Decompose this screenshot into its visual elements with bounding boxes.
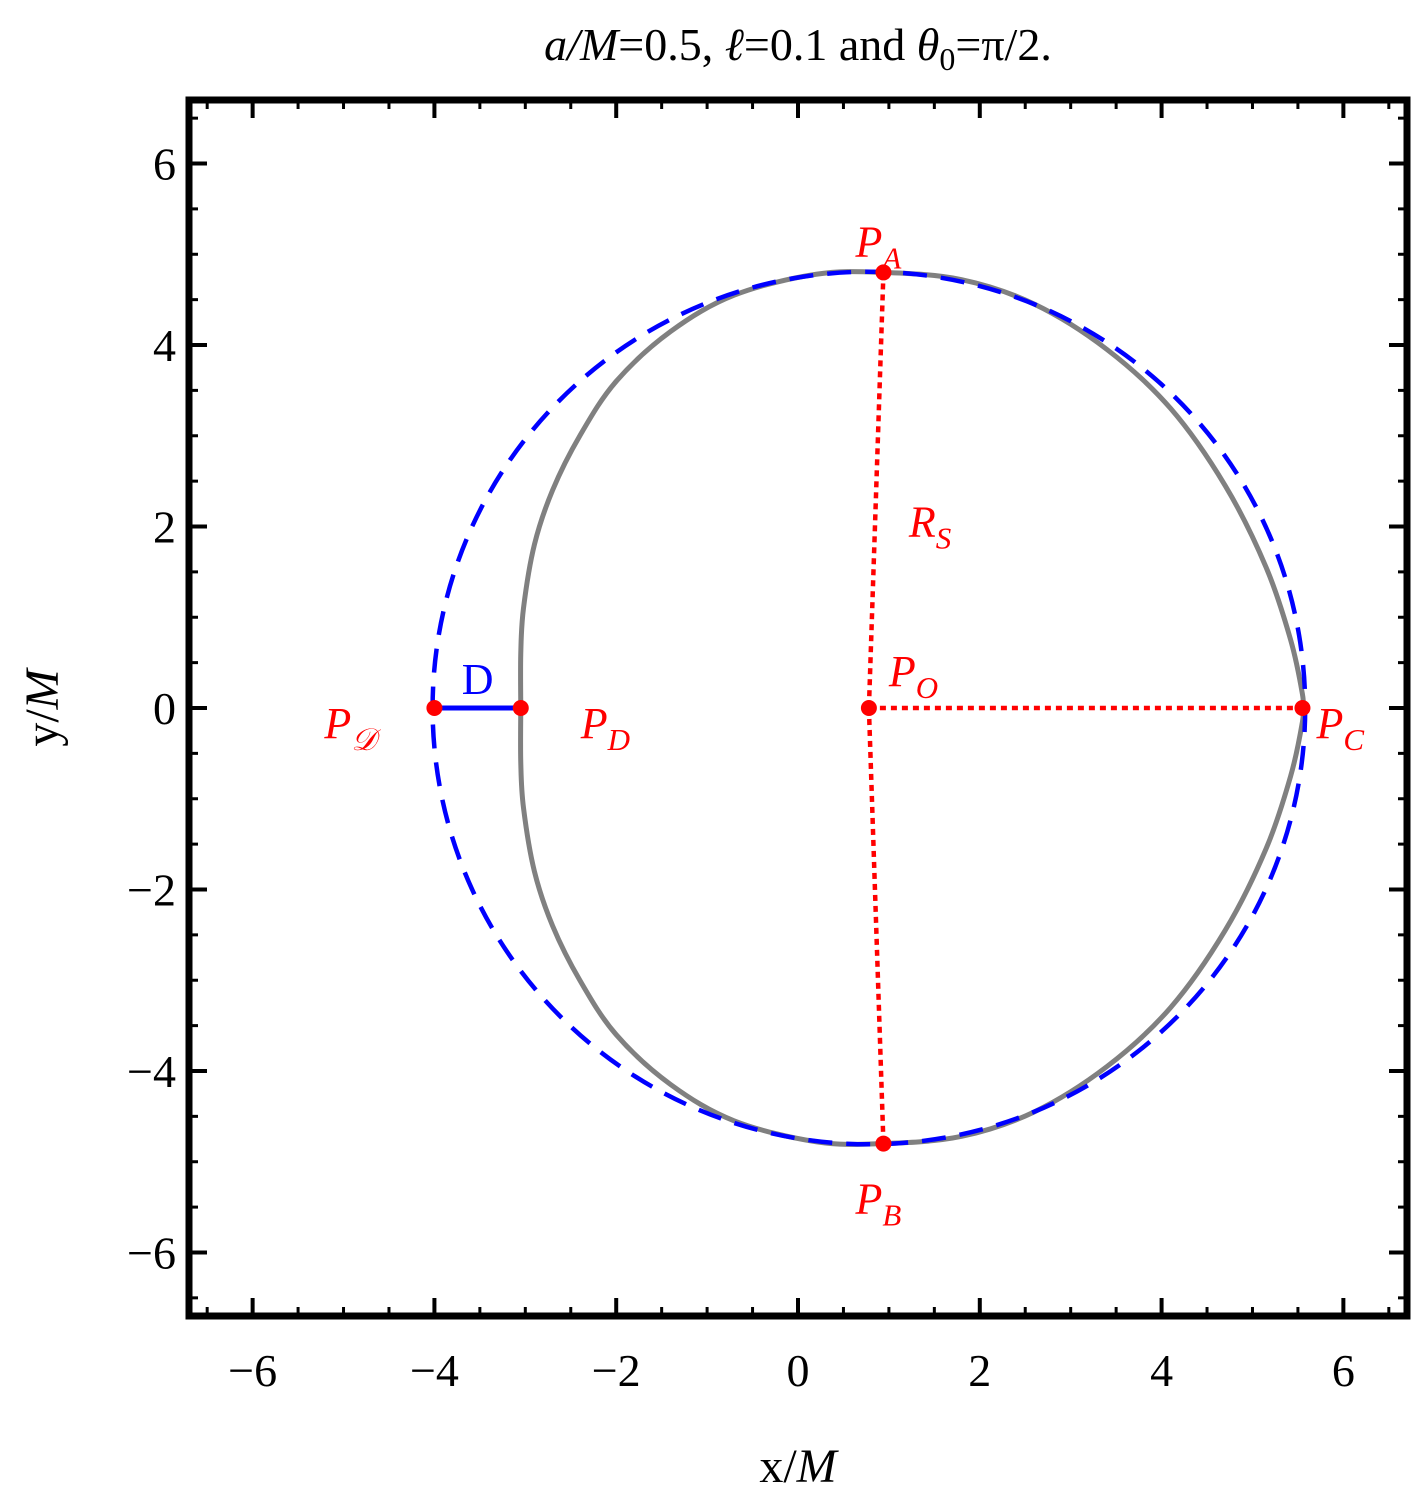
shadow-boundary-curve (518, 269, 1306, 1147)
x-tick-label: −6 (228, 1345, 277, 1396)
x-tick-label: 4 (1150, 1345, 1173, 1396)
title-theta-value: =π/2. (955, 19, 1051, 70)
title-ell: ℓ (725, 19, 745, 70)
y-tick-label: −4 (127, 1046, 176, 1097)
point-PD (512, 700, 529, 716)
title-slash-m: /M (564, 19, 621, 70)
plot-data-layer: PA PB PC PD P𝒟 PO RS D (323, 217, 1364, 1232)
title-a-value: =0.5, (618, 19, 724, 70)
x-axis-label: x/M (759, 1440, 839, 1493)
distance-label: D (462, 655, 494, 704)
y-tick-label: −2 (127, 864, 176, 915)
title-theta: θ (917, 19, 940, 70)
point-label-PDcal: P𝒟 (323, 699, 381, 757)
y-tick-label: 6 (153, 139, 176, 190)
title-a: a (544, 19, 567, 70)
x-tick-label: −2 (592, 1345, 641, 1396)
point-label-PD: PD (580, 699, 630, 757)
point-PA (875, 264, 892, 281)
chart-title: a/M=0.5, ℓ=0.1 and θ0=π/2. (544, 19, 1052, 77)
segment-PA-PO (866, 272, 886, 709)
title-theta-sub: 0 (939, 41, 955, 77)
point-label-PC: PC (1315, 699, 1364, 757)
point-PB (875, 1135, 892, 1152)
segment-PO-PB (866, 707, 886, 1144)
plot-frame (185, 96, 1411, 1320)
y-axis-label: y/M (16, 666, 69, 746)
radius-label: RS (908, 498, 951, 556)
y-tick-label: 4 (153, 320, 176, 371)
x-tick-label: 2 (968, 1345, 991, 1396)
point-PDcal (426, 700, 443, 716)
x-tick-label: 6 (1332, 1345, 1355, 1396)
y-tick-label: −6 (127, 1227, 176, 1278)
x-tick-label: 0 (787, 1345, 810, 1396)
title-ell-value: =0.1 and (744, 19, 917, 70)
y-tick-label: 0 (153, 683, 176, 734)
point-label-PB: PB (854, 1175, 901, 1233)
point-PC (1294, 700, 1311, 716)
point-label-PA: PA (854, 217, 902, 275)
axis-ticks: −6 −4 −2 0 2 4 6 −6 −4 −2 0 2 4 6 (127, 100, 1407, 1396)
y-tick-label: 2 (153, 502, 176, 553)
point-label-PO: PO (888, 647, 938, 705)
x-tick-label: −4 (410, 1345, 459, 1396)
point-PO (860, 700, 877, 716)
